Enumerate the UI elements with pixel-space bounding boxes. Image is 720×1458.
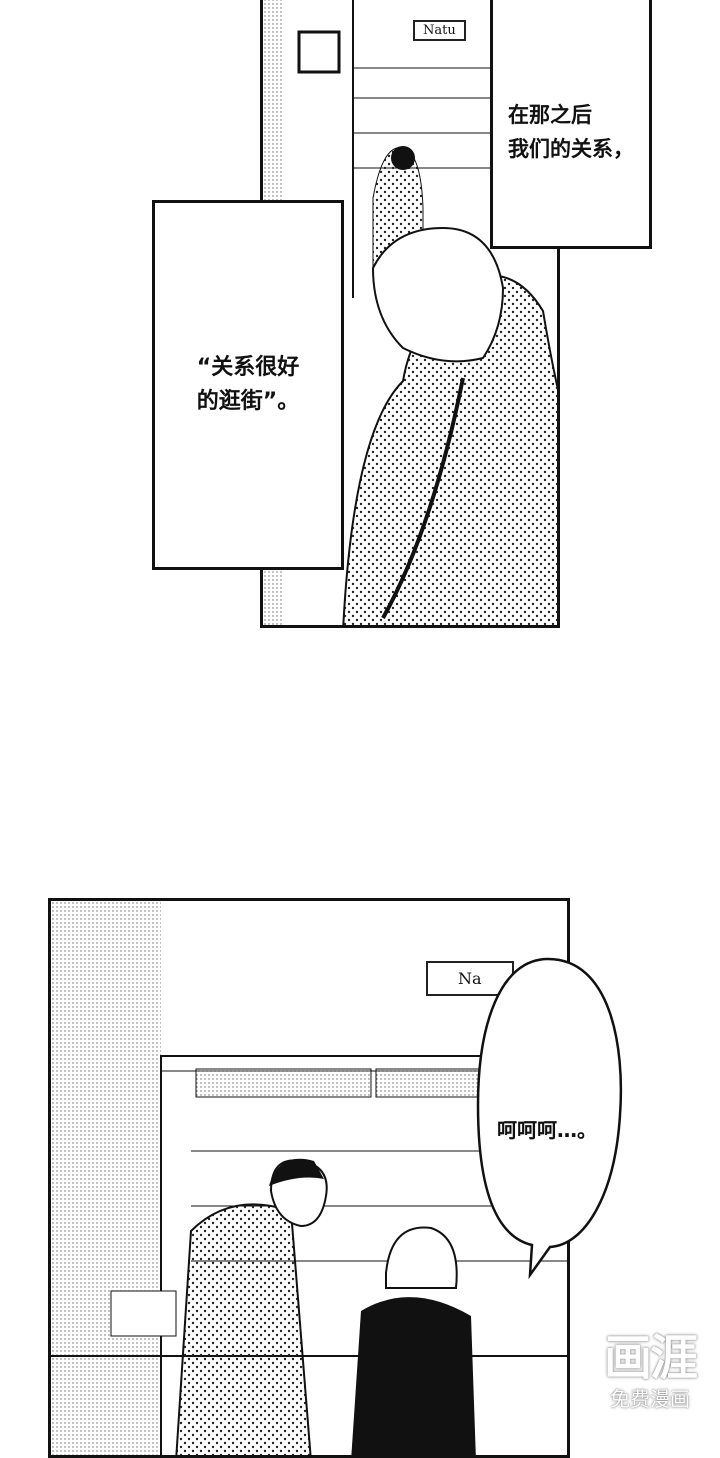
shop-sign: Natu [413, 20, 466, 41]
caption-text-left: “关系很好 的逛街”。 [196, 355, 300, 414]
speech-bubble [476, 957, 623, 1280]
watermark-logo: 画涯 [603, 1330, 698, 1386]
caption-text-top: 在那之后 我们的关系， [508, 103, 634, 161]
speech-text: 呵呵呵…。 [497, 1118, 597, 1142]
caption-box-left: “关系很好 的逛街”。 [152, 200, 344, 570]
caption-box-top: 在那之后 我们的关系， [490, 0, 652, 249]
shop-sign: Na [426, 961, 514, 996]
panel-2-artwork [51, 901, 567, 1455]
watermark-subtitle: 免费漫画 [610, 1387, 690, 1411]
watermark: 画涯 免费漫画 [588, 1330, 712, 1412]
